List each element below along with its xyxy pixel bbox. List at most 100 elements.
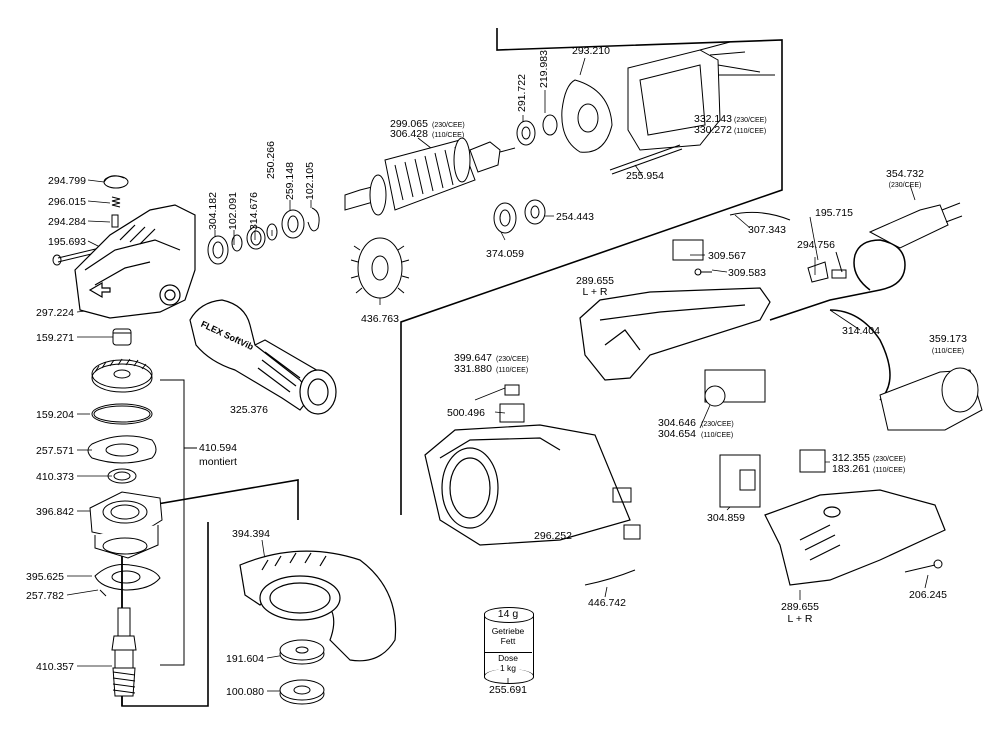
part-label-332143: 332.143 — [694, 113, 732, 125]
screw-255954 — [609, 144, 683, 175]
bearing-flange-396842 — [89, 491, 163, 559]
voltage-110-f: (110/CEE) — [873, 467, 906, 474]
switch-304859 — [719, 454, 761, 508]
voltage-230-e: (230/CEE) — [701, 421, 734, 428]
voltage-230-a: (230/CEE) — [432, 122, 465, 129]
part-label-304859: 304.859 — [707, 512, 745, 524]
part-label-294756: 294.756 — [797, 239, 835, 251]
grease-text-fett: Fett — [500, 636, 516, 646]
part-label-325376: 325.376 — [230, 404, 268, 416]
grease-amount: 14 g — [497, 608, 519, 620]
part-label-314404: 314.404 — [842, 325, 880, 337]
screw-257782 — [99, 589, 107, 597]
filter-312355 — [799, 449, 826, 473]
part-label-294284: 294.284 — [48, 216, 86, 228]
clamp-294756 — [807, 261, 829, 283]
bearing-259148 — [281, 209, 305, 239]
switch-housing-289655 — [579, 287, 771, 381]
screw-195715 — [831, 251, 847, 279]
part-label-291722: 291.722 — [516, 74, 528, 112]
part-label-331880: 331.880 — [454, 363, 492, 375]
spindle-410357 — [111, 607, 137, 697]
part-label-436763: 436.763 — [361, 313, 399, 325]
part-label-410357: 410.357 — [36, 661, 74, 673]
grease-can-divider — [484, 652, 532, 653]
part-label-309583: 309.583 — [728, 267, 766, 279]
voltage-110-e: (110/CEE) — [701, 432, 734, 439]
part-label-374059: 374.059 — [486, 248, 524, 260]
part-label-257782: 257.782 — [26, 590, 64, 602]
ring-102091 — [231, 234, 243, 252]
bearing-304182 — [207, 235, 229, 265]
part-label-250266: 250.266 — [265, 141, 277, 179]
part-label-195693: 195.693 — [48, 236, 86, 248]
lr-label-top: L + R — [582, 286, 608, 298]
part-label-289655-bottom: 289.655 — [781, 601, 819, 613]
part-label-255691: 255.691 — [489, 684, 527, 696]
part-label-307343: 307.343 — [748, 224, 786, 236]
part-label-354732: 354.732 — [886, 168, 924, 180]
voltage-110-d: (110/CEE) — [496, 367, 529, 374]
part-label-410373: 410.373 — [36, 471, 74, 483]
part-label-314676: 314.676 — [248, 192, 260, 230]
part-label-219983: 219.983 — [538, 50, 550, 88]
part-label-304654: 304.654 — [658, 428, 696, 440]
part-label-312355: 312.355 — [832, 452, 870, 464]
spindle-lock-button — [103, 175, 129, 189]
wire-307343 — [729, 211, 791, 221]
voltage-230-b: (230/CEE) — [734, 117, 767, 124]
bracket-410594 — [160, 379, 197, 666]
voltage-110-b: (110/CEE) — [734, 128, 767, 135]
bearing-291722 — [516, 120, 536, 146]
lr-label-bottom: L + R — [787, 613, 813, 625]
armature-299065 — [344, 137, 516, 216]
part-label-257571: 257.571 — [36, 445, 74, 457]
bearing-374059 — [493, 202, 517, 234]
gear-head-housing — [74, 204, 196, 319]
part-label-159204: 159.204 — [36, 409, 74, 421]
part-label-297224: 297.224 — [36, 307, 74, 319]
spring-296015 — [111, 196, 121, 208]
nut-100080 — [279, 679, 325, 705]
bearing-410373 — [107, 468, 137, 484]
cable-314404 — [769, 239, 906, 401]
grease-can-255691: 14 g Getriebe Fett Dose 1 kg — [484, 607, 534, 684]
side-handle-325376 — [189, 299, 337, 415]
voltage-110-c: (110/CEE) — [931, 348, 965, 355]
brush-set — [612, 487, 641, 540]
grease-text-1kg: 1 kg — [499, 663, 517, 673]
pin-294284 — [111, 214, 119, 228]
part-label-359173: 359.173 — [929, 333, 967, 345]
flange-191604 — [279, 639, 325, 665]
part-label-195715: 195.715 — [815, 207, 853, 219]
part-label-306428: 306.428 — [390, 128, 428, 140]
part-label-294799: 294.799 — [48, 175, 86, 187]
part-label-255954: 255.954 — [626, 170, 664, 182]
capacitor-304646 — [704, 369, 766, 407]
fan-436763 — [350, 237, 410, 299]
voltage-230-c: (230/CEE) — [888, 182, 922, 189]
part-label-159271: 159.271 — [36, 332, 74, 344]
grease-text-getriebe: Getriebe — [491, 626, 525, 636]
part-label-102105: 102.105 — [304, 162, 316, 200]
motor-housing-296252 — [424, 424, 631, 546]
voltage-230-f: (230/CEE) — [873, 456, 906, 463]
part-label-montiert: montiert — [199, 456, 237, 468]
grease-text-dose: Dose — [498, 653, 518, 663]
part-label-304182: 304.182 — [207, 192, 219, 230]
grease-can-body — [484, 614, 534, 676]
part-label-296015: 296.015 — [48, 196, 86, 208]
part-label-289655-top: 289.655 — [576, 275, 614, 287]
part-label-299065: 299.065 — [390, 118, 428, 130]
part-label-304646: 304.646 — [658, 417, 696, 429]
part-label-446742: 446.742 — [588, 597, 626, 609]
part-label-500496: 500.496 — [447, 407, 485, 419]
o-ring-159204 — [91, 403, 153, 425]
circlip-102105 — [307, 207, 320, 232]
part-label-293210: 293.210 — [572, 45, 610, 57]
voltage-110-a: (110/CEE) — [432, 132, 465, 139]
needle-bearing-159271 — [112, 328, 132, 346]
screw-206245 — [904, 559, 943, 573]
part-label-309567: 309.567 — [708, 250, 746, 262]
